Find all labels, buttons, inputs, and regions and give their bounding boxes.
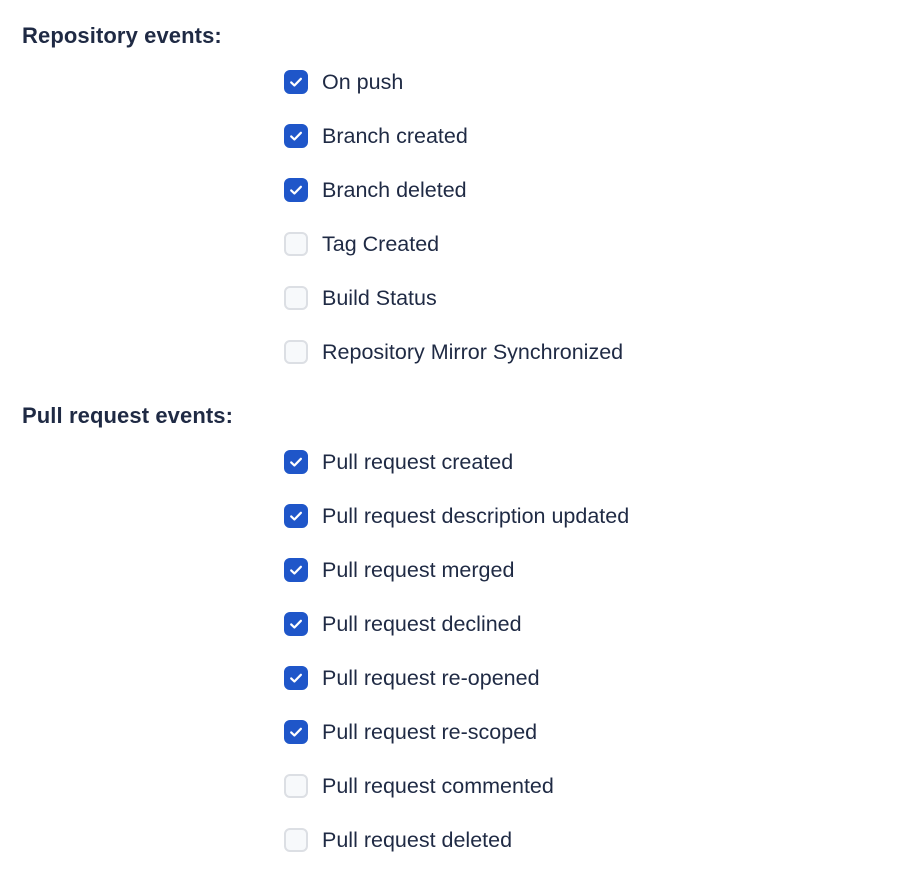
option-label: On push — [322, 70, 404, 94]
option-row[interactable]: Branch deleted — [0, 163, 914, 217]
check-icon — [286, 126, 306, 146]
check-icon — [286, 560, 306, 580]
option-label: Pull request declined — [322, 612, 522, 636]
option-row[interactable]: Pull request declined — [0, 597, 914, 651]
checkbox-unchecked-icon[interactable] — [284, 340, 308, 364]
option-label: Pull request commented — [322, 774, 554, 798]
checkbox-unchecked-icon[interactable] — [284, 286, 308, 310]
check-icon — [286, 614, 306, 634]
option-row[interactable]: Pull request deleted — [0, 813, 914, 867]
check-icon — [286, 506, 306, 526]
option-row[interactable]: Pull request created — [0, 435, 914, 489]
option-label: Pull request re-opened — [322, 666, 540, 690]
section-pull-request-events: Pull request events: Pull request create… — [0, 379, 914, 867]
option-row[interactable]: Branch created — [0, 109, 914, 163]
checkbox-checked-icon[interactable] — [284, 450, 308, 474]
option-row[interactable]: Pull request re-scoped — [0, 705, 914, 759]
option-label: Repository Mirror Synchronized — [322, 340, 624, 364]
check-icon — [286, 452, 306, 472]
checkbox-unchecked-icon[interactable] — [284, 232, 308, 256]
option-row[interactable]: Build Status — [0, 271, 914, 325]
option-row[interactable]: Pull request description updated — [0, 489, 914, 543]
option-label: Branch deleted — [322, 178, 467, 202]
option-label: Pull request deleted — [322, 828, 513, 852]
section-heading-pull-request-events: Pull request events: — [22, 403, 234, 428]
check-icon — [286, 668, 306, 688]
check-icon — [286, 180, 306, 200]
option-row[interactable]: Repository Mirror Synchronized — [0, 325, 914, 379]
option-label: Tag Created — [322, 232, 440, 256]
check-icon — [286, 72, 306, 92]
checkbox-checked-icon[interactable] — [284, 124, 308, 148]
option-row[interactable]: On push — [0, 55, 914, 109]
option-label: Pull request merged — [322, 558, 515, 582]
checkbox-unchecked-icon[interactable] — [284, 774, 308, 798]
option-row[interactable]: Pull request re-opened — [0, 651, 914, 705]
checkbox-checked-icon[interactable] — [284, 70, 308, 94]
option-label: Pull request re-scoped — [322, 720, 538, 744]
section-heading-repository-events: Repository events: — [22, 23, 222, 48]
option-label: Pull request created — [322, 450, 514, 474]
option-label: Pull request description updated — [322, 504, 630, 528]
checkbox-checked-icon[interactable] — [284, 178, 308, 202]
check-icon — [286, 722, 306, 742]
checkbox-checked-icon[interactable] — [284, 558, 308, 582]
option-label: Branch created — [322, 124, 468, 148]
option-row[interactable]: Tag Created — [0, 217, 914, 271]
option-row[interactable]: Pull request commented — [0, 759, 914, 813]
checkbox-unchecked-icon[interactable] — [284, 828, 308, 852]
checkbox-checked-icon[interactable] — [284, 720, 308, 744]
option-row[interactable]: Pull request merged — [0, 543, 914, 597]
checkbox-checked-icon[interactable] — [284, 612, 308, 636]
option-label: Build Status — [322, 286, 437, 310]
checkbox-checked-icon[interactable] — [284, 504, 308, 528]
checkbox-checked-icon[interactable] — [284, 666, 308, 690]
